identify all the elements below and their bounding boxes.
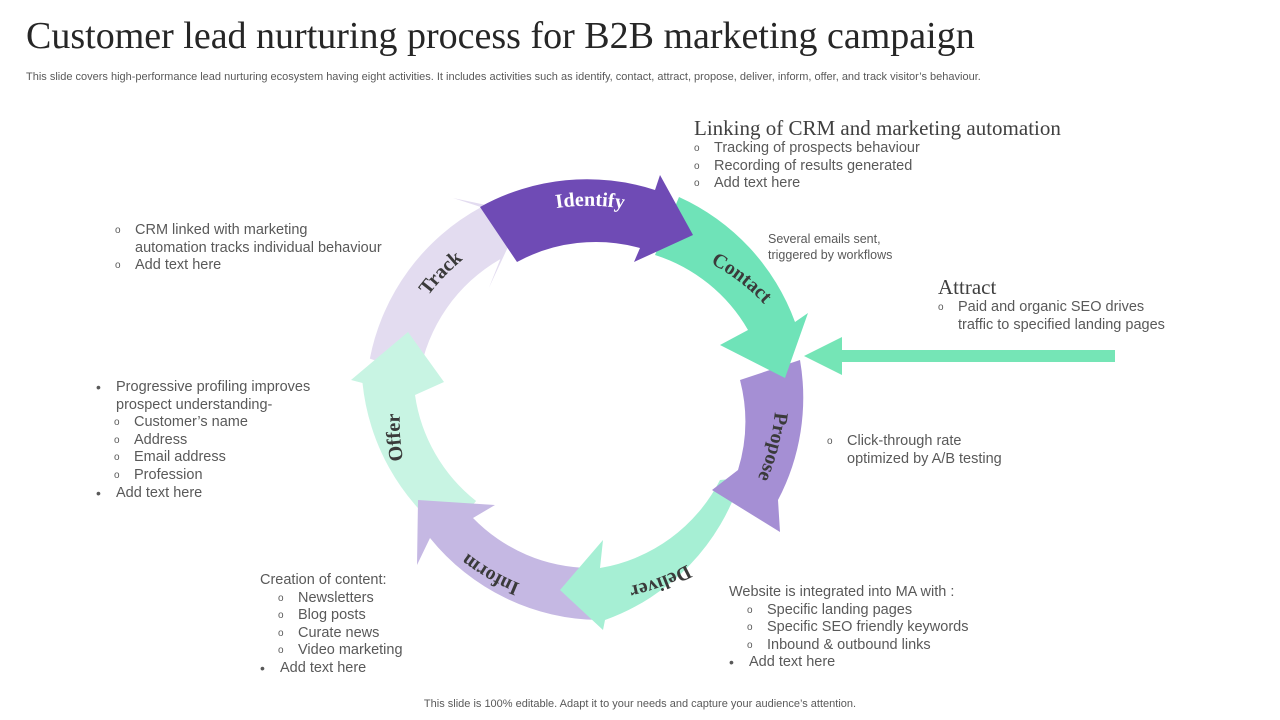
deliver-intro: Website is integrated into MA with : bbox=[729, 584, 955, 600]
list-item-continuation: prospect understanding- bbox=[116, 396, 273, 413]
segment-offer bbox=[351, 332, 477, 535]
segment-propose bbox=[712, 360, 804, 532]
crm-heading: Linking of CRM and marketing automation bbox=[694, 116, 1061, 140]
segment-contact bbox=[655, 197, 808, 378]
slide-footer: This slide is 100% editable. Adapt it to… bbox=[423, 698, 857, 710]
list-item-continuation: traffic to specified landing pages bbox=[958, 316, 1165, 333]
segment-identify bbox=[480, 175, 693, 262]
list-item: •Add text here bbox=[260, 659, 367, 676]
list-item-continuation: optimized by A/B testing bbox=[847, 450, 1002, 467]
slide-title: Customer lead nurturing process for B2B … bbox=[26, 15, 975, 57]
list-item: •Progressive profiling improves bbox=[96, 379, 311, 395]
segment-track bbox=[369, 197, 524, 376]
segment-inform bbox=[417, 500, 600, 620]
segment-deliver bbox=[560, 478, 741, 630]
list-item-continuation: automation tracks individual behaviour bbox=[135, 239, 382, 256]
label-offer: Offer bbox=[383, 413, 408, 462]
slide-subtitle: This slide covers high-performance lead … bbox=[26, 71, 981, 83]
inform-intro: Creation of content: bbox=[260, 572, 387, 588]
label-identify: Identify bbox=[554, 189, 626, 214]
offer-note: •Progressive profiling improves prospect… bbox=[96, 379, 310, 502]
attract-arrow bbox=[804, 337, 1115, 375]
contact-note-line: Several emails sent, bbox=[768, 232, 881, 246]
list-item: •Add text here bbox=[729, 654, 836, 671]
attract-heading: Attract bbox=[938, 275, 997, 299]
contact-note: Several emails sent, triggered by workfl… bbox=[768, 231, 892, 263]
crm-block: Linking of CRM and marketing automation … bbox=[694, 116, 1061, 193]
list-item: •Add text here bbox=[96, 484, 203, 501]
contact-note-line: triggered by workflows bbox=[768, 248, 893, 262]
